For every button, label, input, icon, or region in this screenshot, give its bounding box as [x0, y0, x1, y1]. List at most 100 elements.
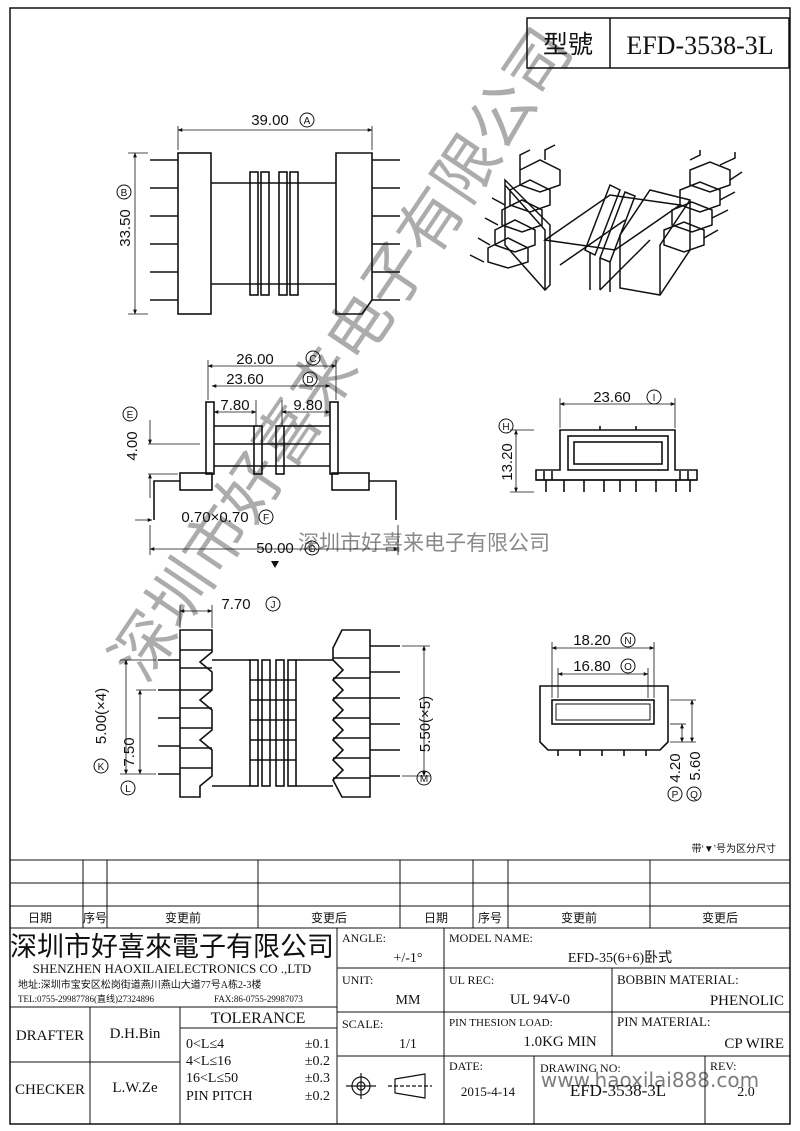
svg-text:A: A	[304, 116, 311, 127]
company-name-cn: 深圳市好喜來電子有限公司	[10, 932, 334, 962]
marker-k: K	[93, 758, 109, 774]
model-header-value: EFD-3538-3L	[626, 31, 773, 60]
svg-text:L: L	[125, 784, 131, 795]
svg-text:I: I	[653, 393, 656, 404]
tol-row-3: 16<L≤50	[186, 1071, 238, 1086]
svg-text:B: B	[121, 188, 128, 199]
date-value: 2015-4-14	[461, 1084, 516, 1099]
svg-text:H: H	[502, 422, 509, 433]
dim-f-value: 0.70×0.70	[181, 509, 248, 526]
tolerance-label: TOLERANCE	[211, 1010, 306, 1027]
svg-text:M: M	[420, 774, 428, 785]
watermark-site: www.haoxilai888.com	[541, 1068, 759, 1092]
marker-h: H	[498, 418, 514, 434]
marker-q: Q	[686, 786, 702, 802]
projection-symbol-icon	[346, 1073, 432, 1099]
rev-before-header: 变更前	[165, 910, 201, 925]
drawing-no-value: EFD-3538-3L	[570, 1081, 666, 1100]
distinguish-triangle	[271, 561, 279, 568]
svg-text:E: E	[127, 410, 134, 421]
unit-label: UNIT:	[342, 973, 373, 987]
pin-mat-value: CP WIRE	[724, 1036, 784, 1052]
dim-m-value: 5.50(×5)	[417, 696, 434, 752]
rev-after-header-2: 变更后	[702, 910, 738, 925]
marker-j: J	[265, 596, 281, 612]
model-header-label: 型號	[543, 31, 593, 59]
svg-text:C: C	[309, 354, 316, 365]
dim-j-value: 7.70	[221, 596, 250, 613]
tol-row-2-value: ±0.2	[305, 1054, 330, 1069]
model-name-label: MODEL NAME:	[449, 931, 533, 945]
svg-text:Q: Q	[690, 790, 698, 801]
svg-text:J: J	[271, 600, 276, 611]
marker-b: B	[116, 184, 132, 200]
angle-label: ANGLE:	[342, 931, 386, 945]
tol-row-1: 0<L≤4	[186, 1037, 224, 1052]
watermark-center: 深圳市好喜来电子有限公司	[298, 531, 550, 555]
marker-n: N	[620, 632, 636, 648]
ul-label: UL REC:	[449, 973, 494, 987]
model-header: 型號 EFD-3538-3L	[526, 17, 790, 69]
front-view	[135, 360, 399, 555]
ul-value: UL 94V-0	[510, 992, 570, 1008]
drafter-value: D.H.Bin	[110, 1026, 161, 1042]
watermark-diagonal: 深圳市好喜来电子有限公司	[97, 16, 588, 694]
rev-date-header-2: 日期	[424, 911, 448, 925]
company-name-en: SHENZHEN HAOXILAIELECTRONICS CO .,LTD	[33, 961, 312, 976]
dim-l-value: 7.50	[121, 737, 138, 766]
drawing-no-label: DRAWING NO:	[540, 1061, 621, 1075]
dim-q-value: 5.60	[687, 751, 704, 780]
rev-before-header-2: 变更前	[561, 910, 597, 925]
dim-k-value: 5.00(×4)	[93, 688, 110, 744]
dim-e-value: 4.00	[124, 431, 141, 460]
marker-p: P	[667, 786, 683, 802]
dim-a-value: 39.00	[251, 112, 289, 129]
angle-value: +/-1°	[393, 951, 422, 966]
section-view	[539, 642, 696, 756]
marker-a: A	[299, 112, 315, 128]
company-address: 地址:深圳市宝安区松岗街道燕川燕山大道77号A栋2-3楼	[18, 978, 261, 991]
svg-text:D: D	[306, 375, 313, 386]
marker-c: C	[305, 350, 321, 366]
marker-f: F	[258, 509, 274, 525]
marker-l: L	[120, 780, 136, 796]
dim-d-left-value: 7.80	[220, 397, 249, 414]
company-block: 深圳市好喜來電子有限公司 SHENZHEN HAOXILAIELECTRONIC…	[10, 932, 334, 1004]
tol-row-2: 4<L≤16	[186, 1054, 231, 1069]
dim-i-value: 23.60	[593, 389, 631, 406]
dim-p-value: 4.20	[667, 753, 684, 782]
dim-n-value: 18.20	[573, 632, 611, 649]
pin-mat-label: PIN MATERIAL:	[617, 1014, 711, 1029]
top-view	[128, 126, 400, 315]
rev-value: 2.0	[737, 1085, 755, 1100]
drafter-label: DRAFTER	[16, 1028, 84, 1044]
revision-header: 日期 序号 变更前 变更后 日期 序号 变更前 变更后	[28, 910, 738, 925]
isometric-view	[469, 144, 743, 296]
scale-value: 1/1	[399, 1037, 417, 1052]
dim-c-value: 26.00	[236, 351, 274, 368]
checker-value: L.W.Ze	[112, 1080, 158, 1096]
date-label: DATE:	[449, 1059, 483, 1073]
svg-text:O: O	[624, 662, 632, 673]
dim-o-value: 16.80	[573, 658, 611, 675]
marker-d: D	[302, 371, 318, 387]
marker-o: O	[620, 658, 636, 674]
checker-label: CHECKER	[15, 1082, 85, 1098]
pin-load-value: 1.0KG MIN	[523, 1034, 596, 1050]
unit-value: MM	[396, 993, 421, 1008]
svg-text:G: G	[308, 544, 316, 555]
rev-label: REV:	[710, 1059, 736, 1073]
distinguish-note: 带‘▼’号为区分尺寸	[692, 842, 776, 855]
company-fax: FAX:86-0755-29987073	[214, 994, 303, 1004]
title-fields: ANGLE: +/-1° MODEL NAME: EFD-35(6+6)卧式 U…	[15, 931, 784, 1104]
rev-after-header: 变更后	[311, 910, 347, 925]
tol-row-4-value: ±0.2	[305, 1089, 330, 1104]
marker-g: G	[304, 540, 320, 556]
marker-e: E	[122, 406, 138, 422]
bobbin-label: BOBBIN MATERIAL:	[617, 972, 739, 987]
dim-h-value: 13.20	[499, 443, 516, 481]
marker-m: M	[416, 770, 432, 786]
svg-text:P: P	[672, 790, 679, 801]
revision-table	[9, 859, 791, 929]
